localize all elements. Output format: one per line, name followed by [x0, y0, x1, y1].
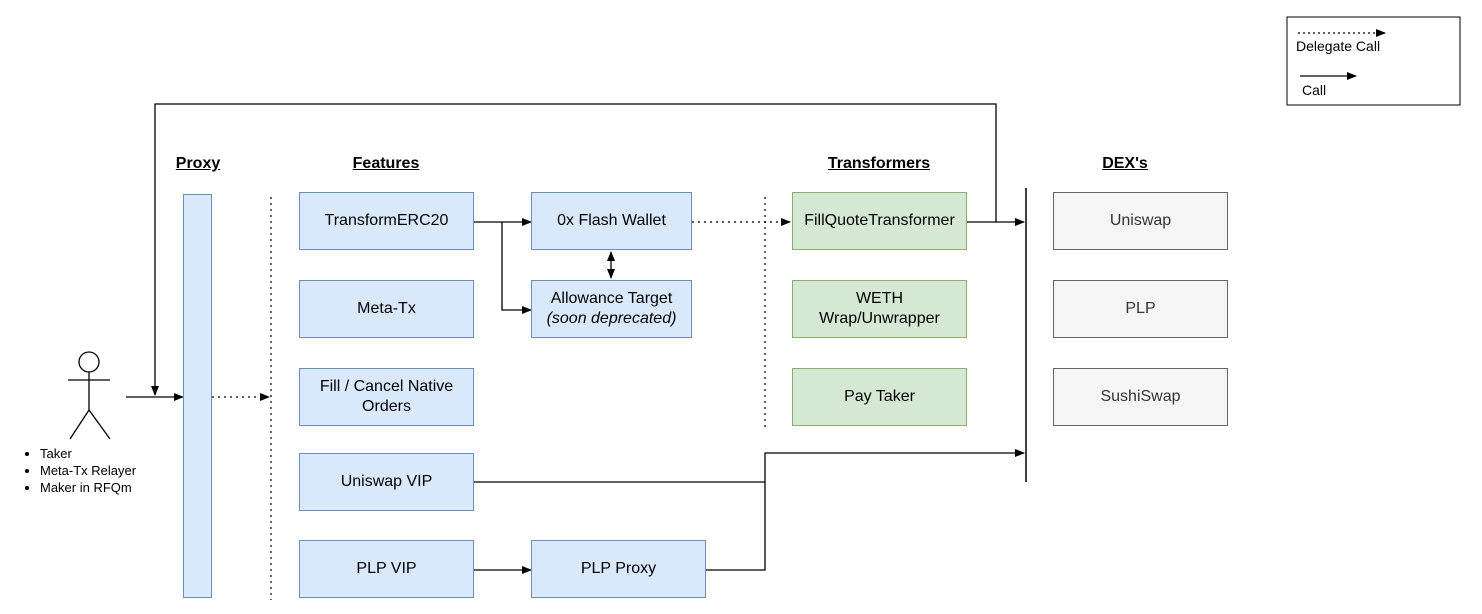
transformer-weth-label-line2: Wrap/Unwrapper — [819, 310, 940, 327]
feature-meta-tx[interactable]: Meta-Tx — [299, 280, 474, 338]
actor-role-item: Meta-Tx Relayer — [40, 462, 136, 479]
transformer-fill-quote[interactable]: FillQuoteTransformer — [792, 192, 967, 250]
allowance-target-label: Allowance Target — [550, 290, 673, 307]
plp-proxy-box[interactable]: PLP Proxy — [531, 540, 706, 598]
fill-quote-callback-loop — [151, 103, 997, 396]
actor-stick-figure-icon — [68, 351, 111, 440]
transformer-pay-taker[interactable]: Pay Taker — [792, 368, 967, 426]
actor-role-item: Maker in RFQm — [40, 479, 136, 496]
dex-sushiswap-label: SushiSwap — [1100, 388, 1181, 405]
dex-uniswap[interactable]: Uniswap — [1053, 192, 1228, 250]
proxy-bar[interactable] — [183, 194, 212, 598]
actor-roles-list: Taker Meta-Tx Relayer Maker in RFQm — [22, 445, 136, 496]
dexs-heading: DEX's — [1102, 155, 1148, 172]
transformer-pay-taker-label: Pay Taker — [844, 388, 915, 405]
legend-delegate-call-label: Delegate Call — [1296, 38, 1381, 54]
transformer-weth[interactable]: WETH Wrap/Unwrapper — [792, 280, 967, 338]
plp-proxy-label: PLP Proxy — [580, 560, 657, 577]
transform-to-allowance-target-arrow — [501, 222, 532, 314]
legend-frame — [1286, 16, 1461, 106]
actor-role-item: Taker — [40, 445, 136, 462]
plp-proxy-to-dex-arrow — [706, 449, 1025, 571]
feature-transform-erc20[interactable]: TransformERC20 — [299, 192, 474, 250]
dex-plp-label: PLP — [1125, 300, 1156, 317]
feature-uniswap-vip[interactable]: Uniswap VIP — [299, 453, 474, 511]
feature-plp-vip-label: PLP VIP — [356, 560, 417, 577]
transformers-heading: Transformers — [827, 155, 931, 172]
flash-wallet-box[interactable]: 0x Flash Wallet — [531, 192, 692, 250]
feature-meta-tx-label: Meta-Tx — [357, 300, 416, 317]
dex-uniswap-label: Uniswap — [1109, 212, 1172, 229]
features-heading: Features — [352, 155, 420, 172]
flash-wallet-label: 0x Flash Wallet — [557, 212, 666, 229]
transformer-fill-quote-label: FillQuoteTransformer — [804, 212, 955, 229]
dex-sushiswap[interactable]: SushiSwap — [1053, 368, 1228, 426]
dex-plp[interactable]: PLP — [1053, 280, 1228, 338]
transformer-weth-label-line1: WETH — [855, 290, 904, 307]
feature-uniswap-vip-label: Uniswap VIP — [340, 473, 433, 490]
allowance-target-box[interactable]: Allowance Target (soon deprecated) — [531, 280, 692, 338]
legend-call-label: Call — [1302, 82, 1327, 98]
feature-transform-erc20-label: TransformERC20 — [324, 212, 449, 229]
feature-plp-vip[interactable]: PLP VIP — [299, 540, 474, 598]
feature-fill-cancel-native-orders-label: Fill / Cancel Native Orders — [319, 378, 454, 415]
feature-fill-cancel-native-orders[interactable]: Fill / Cancel Native Orders — [299, 368, 474, 426]
allowance-target-note: (soon deprecated) — [546, 310, 677, 327]
proxy-heading: Proxy — [175, 155, 221, 172]
